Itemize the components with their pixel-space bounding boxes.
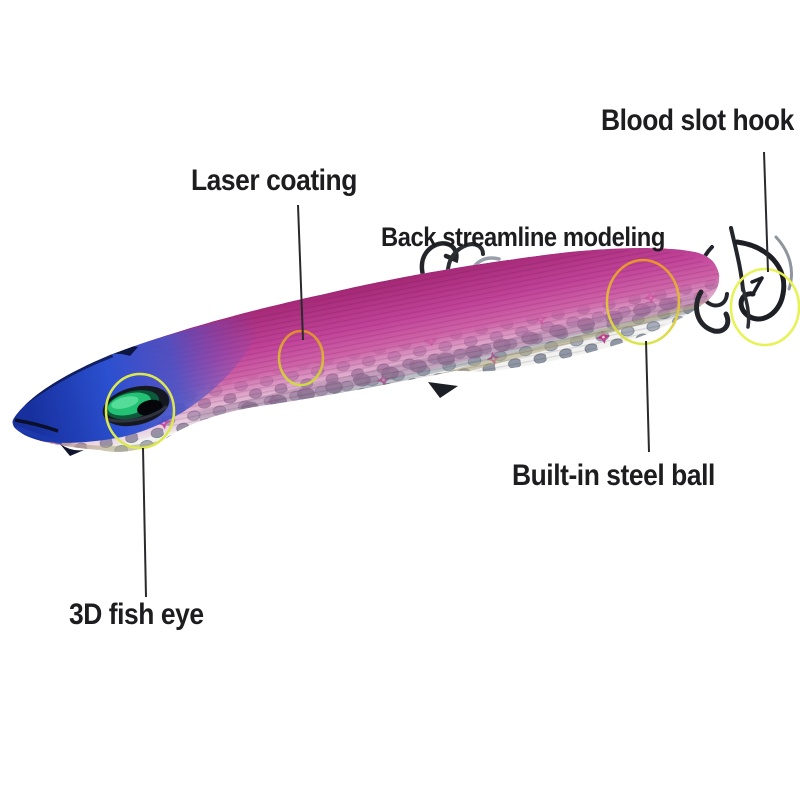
callout-line-laser-coating — [297, 204, 304, 341]
back-steel-ball-circle — [605, 258, 681, 346]
rear-treble-hook — [694, 239, 787, 334]
chin-fin — [60, 444, 84, 456]
callout-line-blood-slot-hook — [763, 151, 769, 273]
label-laser-coating: Laser coating — [191, 164, 357, 197]
eye-highlight-circle — [104, 372, 176, 450]
fish-eye — [102, 385, 170, 427]
label-3d-fish-eye: 3D fish eye — [69, 598, 204, 631]
callout-line-fish-eye — [142, 447, 147, 598]
label-back-streamline-modeling: Back streamline modeling — [381, 222, 665, 252]
lower-lip — [15, 425, 63, 445]
belly-fin — [428, 382, 458, 398]
callout-lines — [142, 151, 769, 598]
label-built-in-steel-ball: Built-in steel ball — [512, 459, 715, 492]
callout-line-steel-ball — [645, 340, 650, 453]
mouth-slit — [14, 418, 59, 433]
lure-body — [12, 248, 720, 452]
head-blue — [12, 311, 268, 443]
laser-coating-circle — [277, 329, 325, 387]
hook-highlight-circle — [729, 267, 800, 347]
label-blood-slot-hook: Blood slot hook — [601, 104, 794, 137]
